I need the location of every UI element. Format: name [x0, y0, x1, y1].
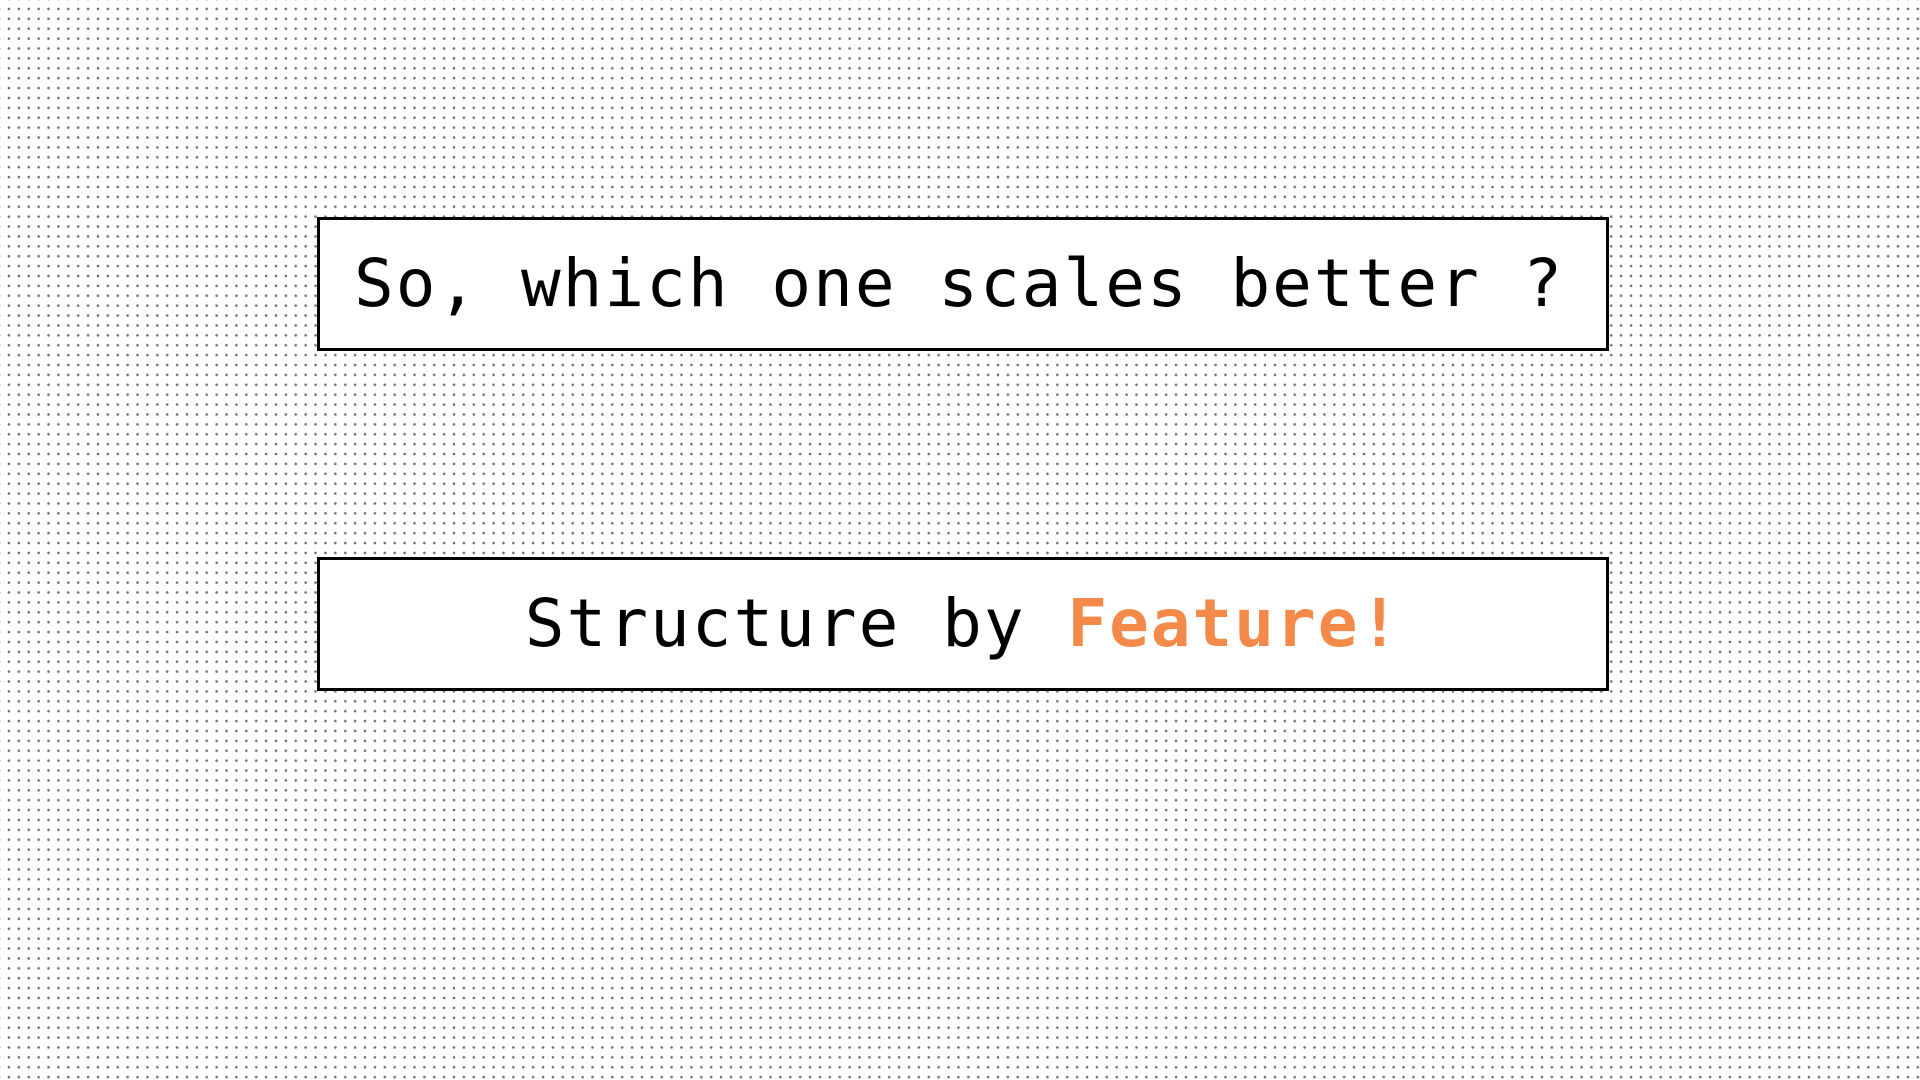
answer-prefix: Structure by: [524, 585, 1068, 662]
answer-highlight: Feature!: [1067, 585, 1402, 662]
answer-line: Structure by Feature!: [525, 591, 1401, 657]
question-box: So, which one scales better ?: [317, 217, 1609, 351]
answer-box: Structure by Feature!: [317, 557, 1609, 691]
question-text: So, which one scales better ?: [354, 245, 1565, 322]
